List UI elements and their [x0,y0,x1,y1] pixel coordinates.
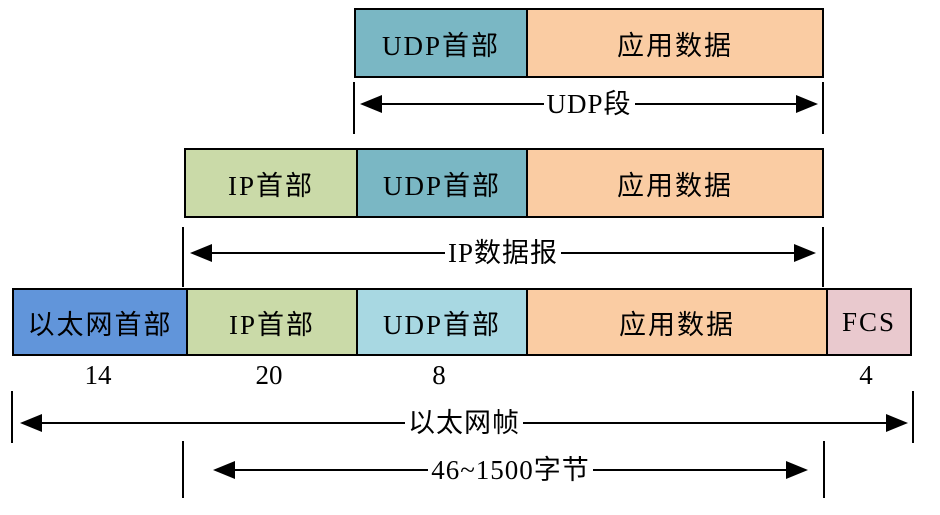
payload-range-label: 46~1500字节 [431,455,590,485]
fcs-bytes: 4 [859,360,873,390]
ip-header-bytes: 20 [255,360,283,390]
measure-line [592,469,787,471]
ip-datagram-row: IP首部 UDP首部 应用数据 [184,148,824,218]
ethernet-frame-label: 以太网帧 [408,408,520,438]
measure-line [561,252,795,254]
udp-segment-measure: UDP段 [360,89,819,119]
measure-line [235,469,429,471]
udp-segment-label: UDP段 [546,89,632,119]
app-data-box: 应用数据 [526,290,826,354]
udp-header-box: UDP首部 [356,150,526,216]
arrowhead-right-icon [886,414,908,432]
measure-line [382,103,544,105]
payload-range-measure: 46~1500字节 [213,455,809,485]
measure-line [212,252,445,254]
arrowhead-right-icon [796,95,819,113]
arrowhead-left-icon [20,414,42,432]
fcs-box: FCS [826,290,910,354]
arrowhead-right-icon [786,461,809,479]
udp-header-box: UDP首部 [356,10,526,76]
measure-line [523,422,886,424]
ethernet-frame-measure: 以太网帧 [20,408,908,438]
arrowhead-right-icon [794,244,817,262]
measure-tick [11,391,13,443]
measure-line [42,422,405,424]
ip-header-box: IP首部 [186,150,356,216]
arrowhead-left-icon [213,461,235,479]
app-data-box: 应用数据 [526,10,822,76]
arrowhead-left-icon [360,95,382,113]
udp-header-box: UDP首部 [356,290,526,354]
ethernet-header-box: 以太网首部 [14,290,186,354]
ip-datagram-label: IP数据报 [448,238,559,268]
udp-segment-row: UDP首部 应用数据 [354,8,824,78]
ethernet-frame-row: 以太网首部 IP首部 UDP首部 应用数据 FCS [12,288,912,356]
measure-tick [182,227,184,287]
measure-tick [182,441,184,498]
measure-tick [912,391,914,443]
measure-tick [353,82,355,134]
app-data-box: 应用数据 [526,150,822,216]
ip-datagram-measure: IP数据报 [190,238,817,268]
arrowhead-left-icon [190,244,212,262]
measure-tick [823,441,825,498]
measure-tick [822,82,824,134]
measure-tick [822,227,824,287]
measure-line [634,103,797,105]
ethernet-header-bytes: 14 [84,360,112,390]
ip-header-box: IP首部 [186,290,356,354]
udp-header-bytes: 8 [432,360,446,390]
